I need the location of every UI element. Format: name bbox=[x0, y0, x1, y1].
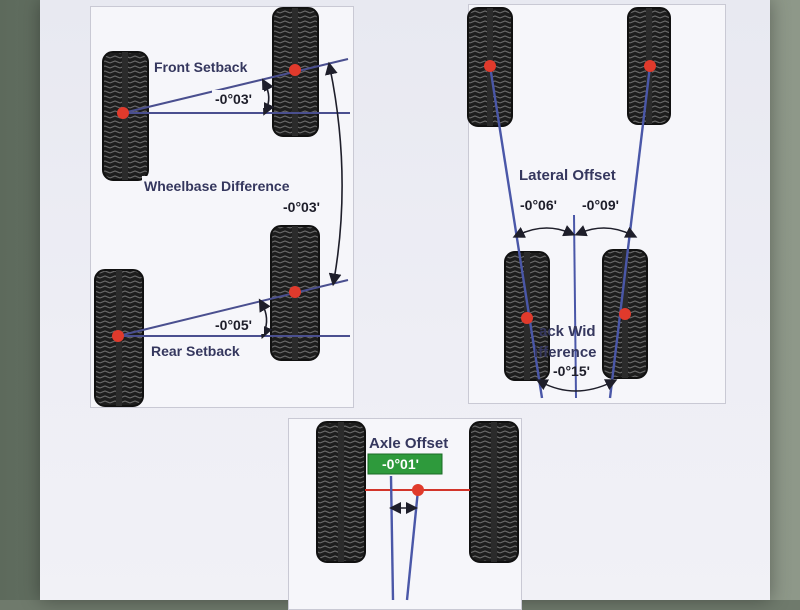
rear-axle-line bbox=[117, 279, 349, 337]
lateral-right-value: -0°09' bbox=[582, 197, 619, 213]
lateral-left-value: -0°06' bbox=[520, 197, 557, 213]
offset-diagram: Lateral Offset -0°06' -0°09' ack Wid iff… bbox=[467, 7, 671, 399]
rear-right-center-dot bbox=[289, 286, 301, 298]
rear-left-center-dot bbox=[112, 330, 124, 342]
axle-center-dot bbox=[412, 484, 424, 496]
track-width-value: -0°15' bbox=[553, 363, 590, 379]
centerline bbox=[573, 214, 577, 399]
front-setback-value: -0°03' bbox=[215, 91, 252, 107]
front-axle-line bbox=[122, 58, 349, 114]
track-width-label-line1: ack Wid bbox=[539, 323, 596, 340]
lateral-left-arc bbox=[512, 225, 576, 238]
wheelbase-difference-value: -0°03' bbox=[283, 199, 320, 215]
lateral-offset-label: Lateral Offset bbox=[519, 167, 616, 184]
axle-offset-diagram: Axle Offset -0°01' bbox=[316, 421, 519, 601]
wheelbase-difference-label: Wheelbase Difference bbox=[144, 178, 290, 194]
axle-offset-value-badge bbox=[367, 453, 443, 475]
axle-offset-value: -0°01' bbox=[382, 456, 419, 472]
top-left-center-dot bbox=[484, 60, 496, 72]
front-left-center-dot bbox=[117, 107, 129, 119]
wheelbase-arc bbox=[325, 61, 343, 287]
axle-offset-label: Axle Offset bbox=[369, 435, 448, 452]
rear-angle-arc bbox=[258, 298, 273, 339]
front-setback-label: Front Setback bbox=[154, 59, 248, 75]
setback-diagram: Front Setback -0°03' Wheelbase Differenc… bbox=[94, 7, 350, 407]
front-angle-arc bbox=[261, 78, 275, 116]
bottom-right-center-dot bbox=[619, 308, 631, 320]
tire-axle-right bbox=[469, 421, 519, 563]
tire-axle-left bbox=[316, 421, 366, 563]
front-right-center-dot bbox=[289, 64, 301, 76]
bottom-left-center-dot bbox=[521, 312, 533, 324]
axle-thrust-line bbox=[405, 489, 420, 601]
rear-setback-label: Rear Setback bbox=[151, 343, 240, 359]
track-width-arc bbox=[535, 379, 618, 392]
lateral-right-arc bbox=[574, 225, 638, 238]
rear-setback-value: -0°05' bbox=[215, 317, 252, 333]
track-width-label-line2: ifference bbox=[534, 344, 597, 361]
axle-centerline bbox=[389, 475, 395, 601]
top-right-center-dot bbox=[644, 60, 656, 72]
